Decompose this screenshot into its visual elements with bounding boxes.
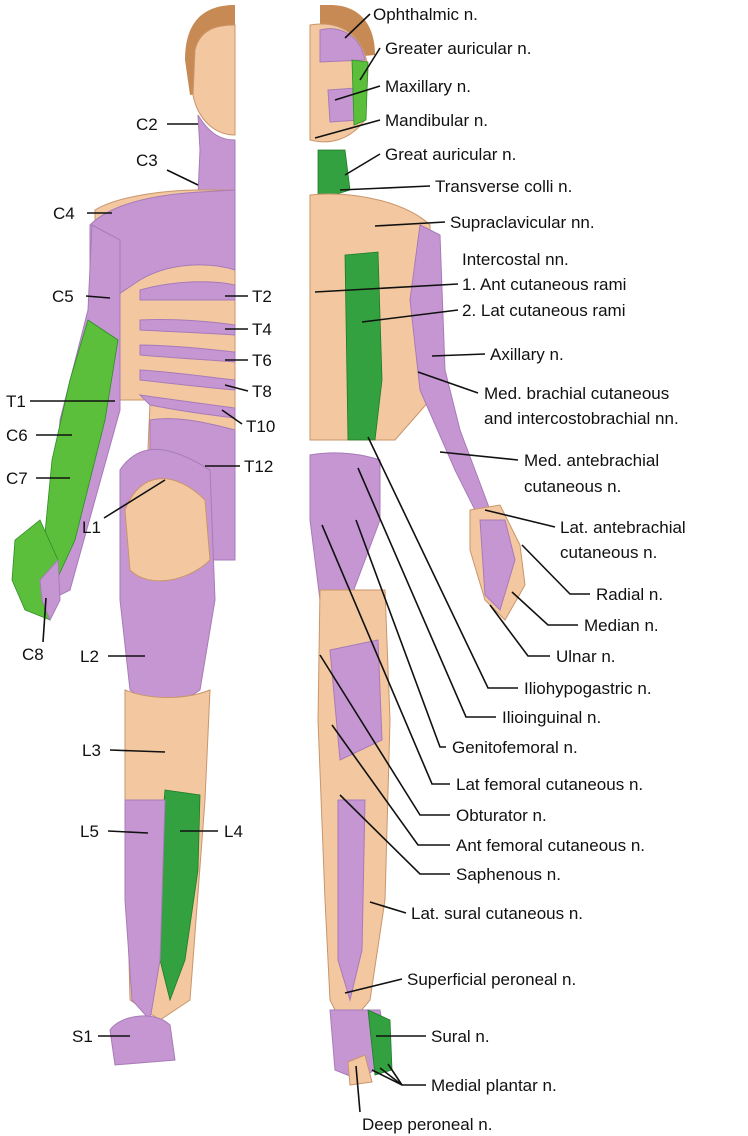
label-c8: C8 xyxy=(22,645,44,664)
label-t10: T10 xyxy=(246,417,275,436)
label-deep-peroneal: Deep peroneal n. xyxy=(362,1115,492,1134)
label-saphenous: Saphenous n. xyxy=(456,865,561,884)
label-great-auricular: Great auricular n. xyxy=(385,145,516,164)
label-lat-antebrachial-1: Lat. antebrachial xyxy=(560,518,686,537)
label-t2: T2 xyxy=(252,287,272,306)
label-t1: T1 xyxy=(6,392,26,411)
label-ant-cutaneous-rami: 1. Ant cutaneous rami xyxy=(462,275,626,294)
label-obturator: Obturator n. xyxy=(456,806,547,825)
label-mandibular: Mandibular n. xyxy=(385,111,488,130)
label-t8: T8 xyxy=(252,382,272,401)
label-med-antebrachial-1: Med. antebrachial xyxy=(524,451,659,470)
label-iliohypogastric: Iliohypogastric n. xyxy=(524,679,652,698)
label-c5: C5 xyxy=(52,287,74,306)
label-t12: T12 xyxy=(244,457,273,476)
label-med-brachial-1: Med. brachial cutaneous xyxy=(484,384,669,403)
label-maxillary: Maxillary n. xyxy=(385,77,471,96)
label-c7: C7 xyxy=(6,469,28,488)
label-l4: L4 xyxy=(224,822,243,841)
label-c3: C3 xyxy=(136,151,158,170)
label-median: Median n. xyxy=(584,616,659,635)
label-c2: C2 xyxy=(136,115,158,134)
label-sural: Sural n. xyxy=(431,1027,490,1046)
label-genitofemoral: Genitofemoral n. xyxy=(452,738,578,757)
label-t4: T4 xyxy=(252,320,272,339)
label-radial: Radial n. xyxy=(596,585,663,604)
right-figure-peripheral-nerves xyxy=(310,5,525,1085)
label-l5: L5 xyxy=(80,822,99,841)
label-lat-femoral-cutaneous: Lat femoral cutaneous n. xyxy=(456,775,643,794)
label-lat-antebrachial-2: cutaneous n. xyxy=(560,543,657,562)
label-t6: T6 xyxy=(252,351,272,370)
label-med-antebrachial-2: cutaneous n. xyxy=(524,477,621,496)
label-l1: L1 xyxy=(82,518,101,537)
label-lat-sural-cutaneous: Lat. sural cutaneous n. xyxy=(411,904,583,923)
label-greater-auricular: Greater auricular n. xyxy=(385,39,531,58)
label-c4: C4 xyxy=(53,204,75,223)
label-axillary: Axillary n. xyxy=(490,345,564,364)
label-supraclavicular: Supraclavicular nn. xyxy=(450,213,595,232)
label-medial-plantar: Medial plantar n. xyxy=(431,1076,557,1095)
left-figure-dermatomes xyxy=(12,5,235,1065)
label-med-brachial-2: and intercostobrachial nn. xyxy=(484,409,679,428)
label-ant-femoral-cutaneous: Ant femoral cutaneous n. xyxy=(456,836,645,855)
label-ophthalmic: Ophthalmic n. xyxy=(373,5,478,24)
label-lat-cutaneous-rami: 2. Lat cutaneous rami xyxy=(462,301,625,320)
label-ilioinguinal: Ilioinguinal n. xyxy=(502,708,601,727)
label-intercostal: Intercostal nn. xyxy=(462,250,569,269)
label-ulnar: Ulnar n. xyxy=(556,647,616,666)
label-l2: L2 xyxy=(80,647,99,666)
label-superficial-peroneal: Superficial peroneal n. xyxy=(407,970,576,989)
label-l3: L3 xyxy=(82,741,101,760)
label-s1: S1 xyxy=(72,1027,93,1046)
label-c6: C6 xyxy=(6,426,28,445)
label-transverse-colli: Transverse colli n. xyxy=(435,177,572,196)
